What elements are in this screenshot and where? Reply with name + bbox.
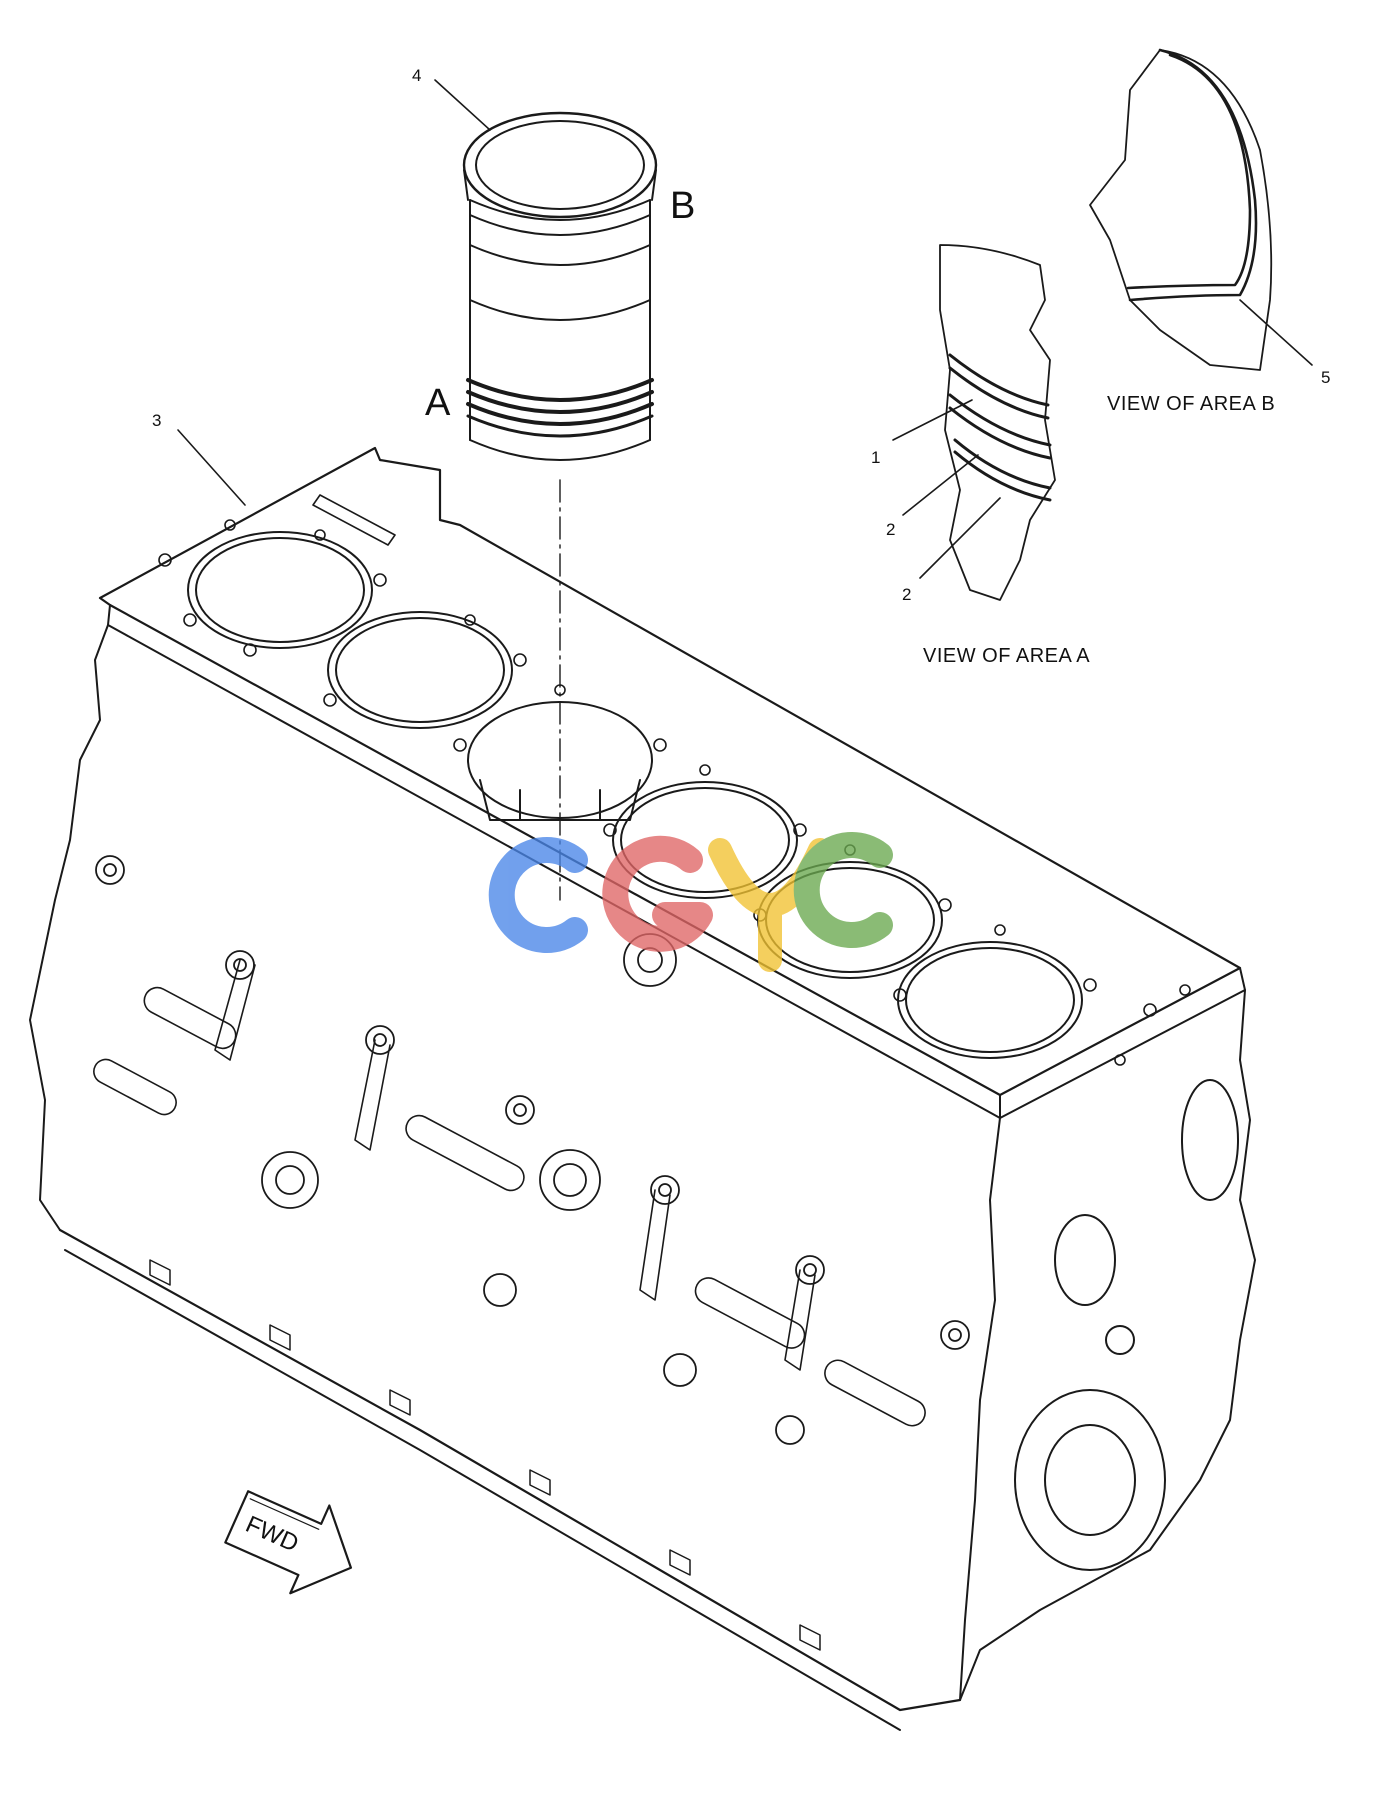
watermark-logo xyxy=(488,832,893,972)
leader-1 xyxy=(892,399,973,441)
callout-3: 3 xyxy=(152,411,161,430)
cylinder-bore-2 xyxy=(327,611,513,729)
callout-5: 5 xyxy=(1321,368,1330,387)
forward-arrow-icon: FWD xyxy=(224,1490,353,1595)
callout-4: 4 xyxy=(412,66,421,85)
side-wall-bosses xyxy=(95,855,970,1445)
leader-lines xyxy=(177,79,1313,579)
piston-cooling-jets xyxy=(214,959,816,1371)
cylinder-bore-1 xyxy=(187,531,373,649)
callout-2a: 2 xyxy=(886,520,895,539)
area-marker-b: B xyxy=(670,185,695,227)
bottom-pads xyxy=(149,1259,821,1651)
callout-labels: 4 3 1 2 2 5 B A VIEW OF AREA A VIEW OF A… xyxy=(152,66,1330,667)
cylinder-bore-5 xyxy=(757,861,943,979)
cylinder-liner xyxy=(462,111,658,461)
leader-5 xyxy=(1239,299,1313,366)
view-of-area-b-label: VIEW OF AREA B xyxy=(1107,393,1275,415)
area-marker-a: A xyxy=(425,382,451,424)
view-of-area-a-label: VIEW OF AREA A xyxy=(923,645,1090,667)
deck-bolt-holes xyxy=(158,519,1191,1066)
side-windows xyxy=(93,986,926,1427)
cylinder-bore-6 xyxy=(897,941,1083,1059)
detail-view-b xyxy=(1089,48,1273,371)
leader-2b xyxy=(919,497,1001,579)
detail-view-a xyxy=(939,244,1056,601)
engine-block xyxy=(29,446,1256,1731)
callout-2b: 2 xyxy=(902,585,911,604)
leader-4 xyxy=(434,79,491,131)
leader-2a xyxy=(902,454,979,516)
leader-3 xyxy=(177,429,246,506)
cylinder-bore-4 xyxy=(612,781,798,899)
callout-1: 1 xyxy=(871,448,880,467)
